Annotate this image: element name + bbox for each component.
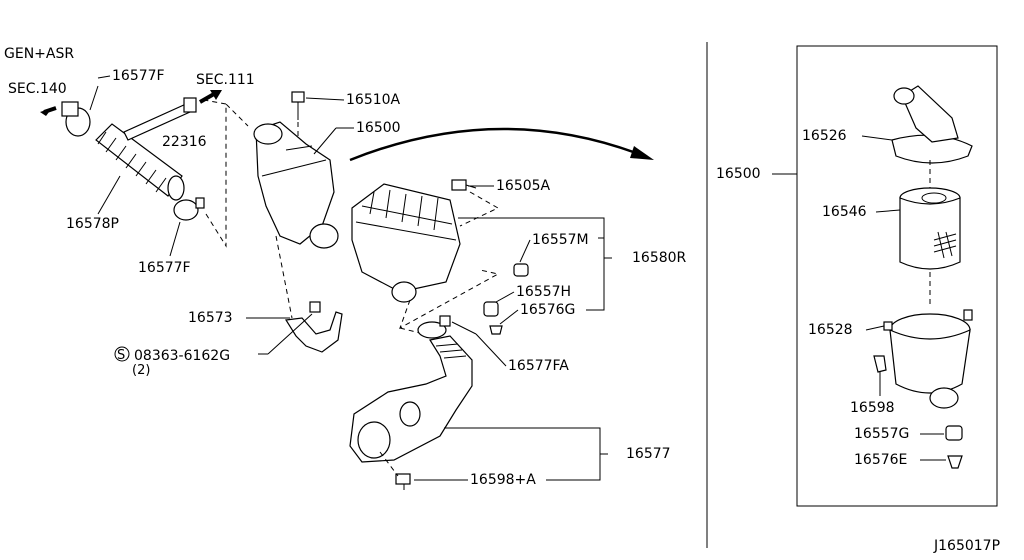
- screw-symbol-icon: S: [114, 346, 130, 363]
- grommet-16557g[interactable]: [945, 425, 963, 441]
- bolt-16510a[interactable]: [291, 91, 305, 120]
- label-16526[interactable]: 16526: [802, 128, 847, 144]
- label-16500-right[interactable]: 16500: [716, 166, 761, 182]
- svg-text:S: S: [117, 348, 125, 363]
- label-16573[interactable]: 16573: [188, 310, 233, 326]
- label-16577f-bottom[interactable]: 16577F: [138, 260, 191, 276]
- label-08363-qty: (2): [132, 363, 150, 378]
- cover-16526[interactable]: [891, 85, 973, 164]
- filter-element-16546[interactable]: [899, 187, 961, 270]
- label-16528[interactable]: 16528: [808, 322, 853, 338]
- label-08363-6162g[interactable]: 08363-6162G: [134, 348, 230, 364]
- pin-16576g[interactable]: [489, 325, 503, 335]
- resonator-16580r[interactable]: [351, 183, 461, 303]
- label-16576g[interactable]: 16576G: [520, 302, 575, 318]
- sec-140-label[interactable]: SEC.140: [8, 81, 67, 97]
- label-16557g[interactable]: 16557G: [854, 426, 909, 442]
- resonator-16500[interactable]: [253, 121, 339, 249]
- label-16510a[interactable]: 16510A: [346, 92, 401, 108]
- grommet-16557m[interactable]: [513, 263, 529, 277]
- clamp-16577fa[interactable]: [417, 315, 451, 339]
- label-16598[interactable]: 16598: [850, 400, 895, 416]
- label-16557m[interactable]: 16557M: [532, 232, 589, 248]
- label-16577[interactable]: 16577: [626, 446, 671, 462]
- arrow-left-icon: [40, 106, 57, 116]
- air-cleaner-box: [796, 45, 998, 507]
- sec-111-label[interactable]: SEC.111: [196, 72, 255, 88]
- bracket-16573[interactable]: [284, 301, 343, 353]
- label-16577f-top[interactable]: 16577F: [112, 68, 165, 84]
- variant-label: GEN+ASR: [4, 46, 74, 62]
- label-16546[interactable]: 16546: [822, 204, 867, 220]
- clamp-16577f-top[interactable]: [61, 85, 99, 137]
- label-16577fa[interactable]: 16577FA: [508, 358, 569, 374]
- bolt-16505a[interactable]: [451, 179, 477, 191]
- label-22316[interactable]: 22316: [162, 134, 207, 150]
- air-duct-16577[interactable]: [349, 335, 473, 463]
- label-16580r[interactable]: 16580R: [632, 250, 687, 266]
- label-16578p[interactable]: 16578P: [66, 216, 119, 232]
- arrow-right-icon: [199, 90, 222, 104]
- label-16576e[interactable]: 16576E: [854, 452, 907, 468]
- case-16528[interactable]: [883, 309, 973, 409]
- diagram-id: J165017P: [933, 538, 1000, 554]
- sensor-16598a[interactable]: [395, 473, 411, 490]
- label-16557h[interactable]: 16557H: [516, 284, 571, 300]
- pin-16576e[interactable]: [947, 455, 963, 469]
- hose-22316[interactable]: [123, 97, 197, 141]
- duct-16578p[interactable]: [95, 123, 185, 201]
- label-16505a[interactable]: 16505A: [496, 178, 551, 194]
- label-16598a[interactable]: 16598+A: [470, 472, 536, 488]
- label-16500-left[interactable]: 16500: [356, 120, 401, 136]
- bracket-16598[interactable]: [873, 355, 887, 373]
- clamp-16577f-bottom[interactable]: [173, 197, 205, 221]
- grommet-16557h[interactable]: [483, 301, 499, 317]
